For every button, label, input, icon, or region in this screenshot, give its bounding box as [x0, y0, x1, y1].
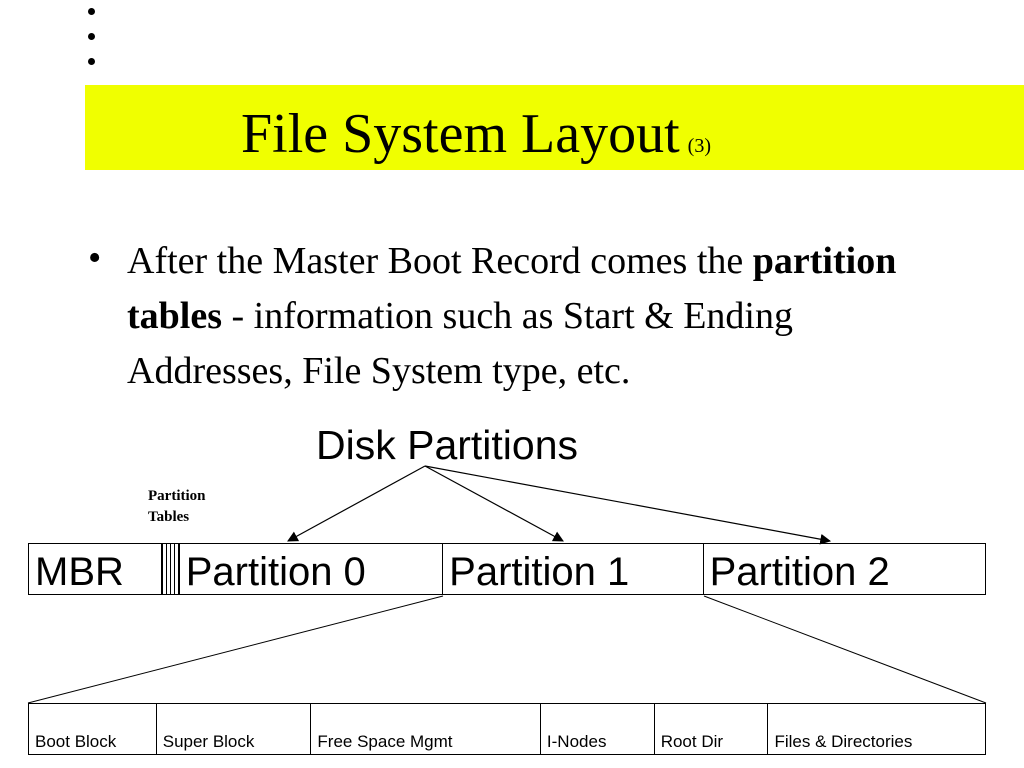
- slide-title: File System Layout (3): [241, 102, 711, 178]
- boot-block-cell: Boot Block: [29, 704, 157, 754]
- ellipsis-dots: [88, 8, 100, 83]
- partition-tables-note: Partition Tables: [148, 488, 206, 525]
- title-bar: [85, 85, 1024, 170]
- expand-line-left: [27, 595, 444, 704]
- partition-1-cell: Partition 1: [443, 544, 704, 594]
- arrow-to-partition-1: [424, 465, 564, 542]
- slide-title-text: File System Layout: [241, 103, 680, 165]
- i-nodes-cell: I-Nodes: [541, 704, 655, 754]
- diagram-title: Disk Partitions: [316, 422, 579, 468]
- partition-0-cell: Partition 0: [180, 544, 444, 594]
- super-block-cell: Super Block: [157, 704, 312, 754]
- dot: [88, 8, 95, 15]
- bullet-text-after: - information such as Start & Ending Add…: [127, 295, 793, 392]
- expand-line-right: [703, 595, 987, 704]
- arrow-to-partition-0: [287, 465, 426, 542]
- bullet-text: After the Master Boot Record comes the p…: [127, 234, 927, 399]
- mbr-cell: MBR: [29, 544, 162, 594]
- partition-tables-strip: [161, 544, 180, 594]
- arrow-to-partition-2: [424, 465, 832, 545]
- partition-2-cell: Partition 2: [709, 550, 890, 594]
- disk-partition-row: MBR Partition 0 Partition 1 Partition 2: [28, 543, 986, 595]
- partition-detail-row: Boot Block Super Block Free Space Mgmt I…: [28, 703, 986, 755]
- free-space-mgmt-cell: Free Space Mgmt: [311, 704, 541, 754]
- dot: [88, 33, 95, 40]
- root-dir-cell: Root Dir: [655, 704, 769, 754]
- slide-title-number: (3): [687, 135, 711, 157]
- bullet-symbol: •: [88, 237, 102, 279]
- dot: [88, 58, 95, 65]
- files-directories-cell: Files & Directories: [774, 732, 913, 751]
- bullet-text-before: After the Master Boot Record comes the: [127, 240, 753, 282]
- bullet-bold-text: partition tables: [127, 240, 897, 337]
